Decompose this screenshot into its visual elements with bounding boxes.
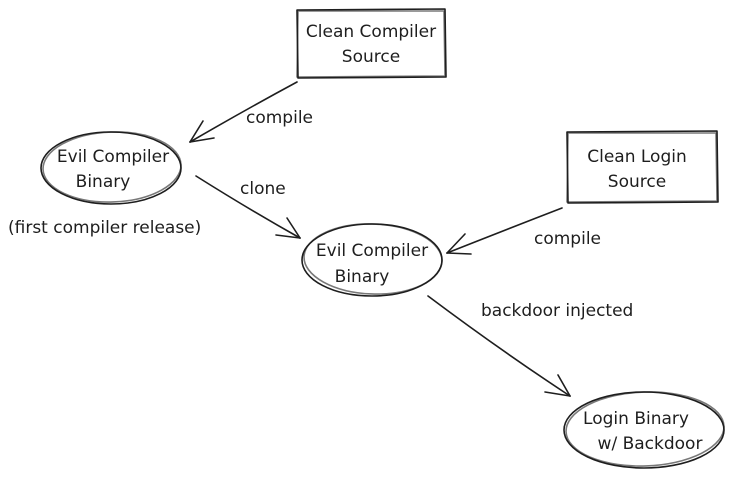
node-label-line: Evil Compiler <box>316 241 428 261</box>
edge-compile-compiler <box>189 81 298 143</box>
edge-label-compile: compile <box>534 229 601 249</box>
node-label-line: Binary <box>335 267 390 287</box>
edge-backdoor-injected <box>427 295 571 397</box>
node-evil-compiler-binary-first: Evil Compiler Binary <box>40 131 182 205</box>
edge-label-clone: clone <box>240 179 286 199</box>
node-label-line: Source <box>608 172 666 192</box>
edge-label-compile: compile <box>246 108 313 128</box>
node-label-line: Source <box>342 47 400 67</box>
node-evil-compiler-binary-clone: Evil Compiler Binary <box>301 223 443 297</box>
node-label-line: Evil Compiler <box>57 147 169 167</box>
annotation-first-compiler-release: (first compiler release) <box>8 218 201 238</box>
node-label-line: Login Binary <box>583 409 689 429</box>
edge-compile-login <box>446 207 563 255</box>
node-login-binary-backdoor: Login Binary w/ Backdoor <box>563 391 725 469</box>
node-label-line: Clean Login <box>587 147 687 167</box>
node-clean-compiler-source: Clean Compiler Source <box>296 8 447 79</box>
node-clean-login-source: Clean Login Source <box>566 130 719 204</box>
edge-label-backdoor-injected: backdoor injected <box>481 301 633 321</box>
node-label-line: Binary <box>76 172 131 192</box>
node-label-line: Clean Compiler <box>306 22 436 42</box>
edge-clone <box>195 175 301 239</box>
node-label-line: w/ Backdoor <box>598 434 703 454</box>
